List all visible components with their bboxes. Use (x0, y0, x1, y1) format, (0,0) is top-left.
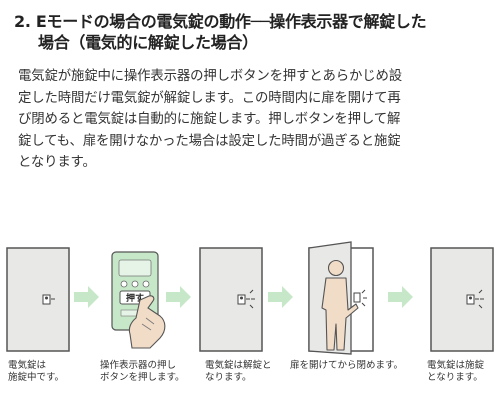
arrow-1 (74, 286, 99, 308)
operation-illustration: 押す (6, 241, 494, 355)
step-caption-5: 電気錠は施錠 となります。 (427, 360, 485, 383)
description-line-1: 電気錠が施錠中に操作表示器の押しボタンを押すとあらかじめ設 (18, 69, 402, 84)
finger-icon (128, 295, 166, 349)
door-unlocked (199, 247, 263, 352)
step-caption-1: 電気錠は 施錠中です。 (8, 360, 65, 383)
description-line-4: 錠しても、扉を開けなかった場合は設定した時間が過ぎると施錠 (18, 133, 401, 149)
description-line-5: となります。 (18, 155, 96, 170)
door-locked-2 (430, 247, 494, 352)
description-paragraph: 電気錠が施錠中に操作表示器の押しボタンを押すとあらかじめ設 定した時間だけ電気錠… (18, 66, 492, 174)
heading-line-1: 2. Eモードの場合の電気錠の動作──操作表示器で解錠した (14, 12, 427, 31)
arrow-4 (388, 286, 413, 308)
step-caption-2: 操作表示器の押し ボタンを押します。 (100, 360, 185, 383)
step-caption-3: 電気錠は解錠と なります。 (205, 360, 272, 383)
heading-line-2: 場合（電気的に解錠した場合） (38, 33, 258, 52)
arrow-3 (268, 286, 293, 308)
step-caption-4: 扉を開けてから閉めます。 (290, 360, 404, 371)
person-icon (321, 259, 359, 351)
description-line-3: び閉めると電気錠は自動的に施錠します。押しボタンを押して解 (18, 112, 401, 127)
section-heading: 2. Eモードの場合の電気錠の動作──操作表示器で解錠した 場合（電気的に解錠し… (14, 11, 494, 53)
arrow-2 (166, 286, 191, 308)
description-line-2: 定した時間だけ電気錠が解錠します。この時間内に扉を開けて再 (18, 90, 401, 106)
door-locked-1 (6, 247, 70, 352)
